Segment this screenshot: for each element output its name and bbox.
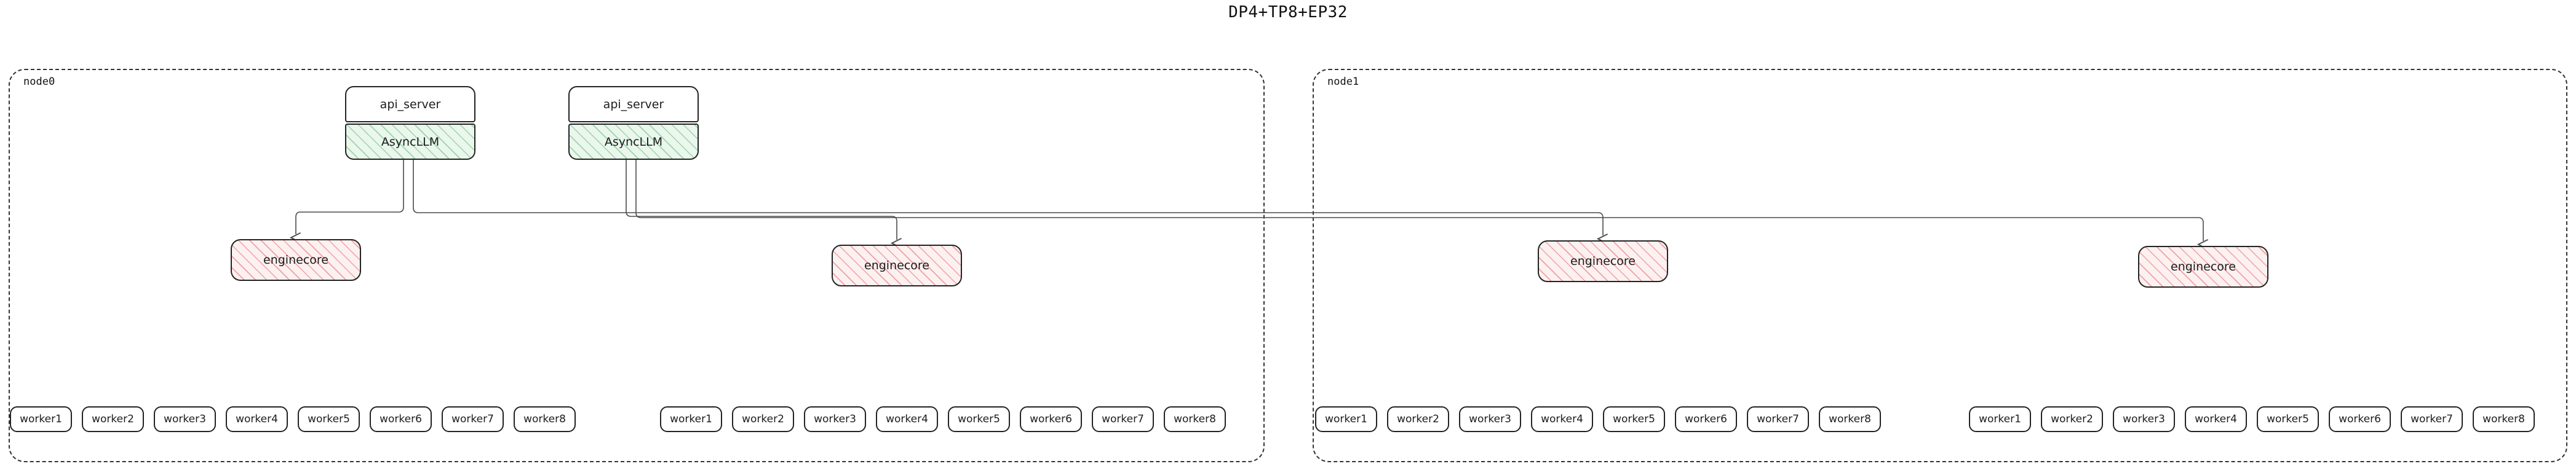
worker-box-wg3-worker4[interactable]: worker4 xyxy=(2185,406,2247,432)
worker-box-wg3-worker6[interactable]: worker6 xyxy=(2329,406,2391,432)
node-cluster-label-node0: node0 xyxy=(23,76,55,88)
worker-box-wg2-worker1[interactable]: worker1 xyxy=(1315,406,1377,432)
worker-box-wg3-worker3[interactable]: worker3 xyxy=(2113,406,2175,432)
async-llm-box-fe0[interactable]: AsyncLLM xyxy=(345,124,475,160)
worker-box-wg0-worker7[interactable]: worker7 xyxy=(442,406,504,432)
worker-box-wg0-worker4[interactable]: worker4 xyxy=(226,406,288,432)
worker-box-wg0-worker3[interactable]: worker3 xyxy=(154,406,216,432)
worker-box-wg2-worker4[interactable]: worker4 xyxy=(1531,406,1593,432)
worker-box-wg1-worker3[interactable]: worker3 xyxy=(804,406,866,432)
worker-box-wg1-worker2[interactable]: worker2 xyxy=(732,406,794,432)
worker-box-wg0-worker1[interactable]: worker1 xyxy=(10,406,72,432)
worker-box-wg2-worker7[interactable]: worker7 xyxy=(1747,406,1809,432)
worker-box-wg3-worker2[interactable]: worker2 xyxy=(2041,406,2103,432)
worker-box-wg0-worker2[interactable]: worker2 xyxy=(82,406,144,432)
worker-box-wg2-worker5[interactable]: worker5 xyxy=(1603,406,1665,432)
api-server-box-fe0[interactable]: api_server xyxy=(345,86,475,122)
worker-box-wg2-worker8[interactable]: worker8 xyxy=(1819,406,1881,432)
api-server-box-fe1[interactable]: api_server xyxy=(568,86,699,122)
enginecore-box-ec0[interactable]: enginecore xyxy=(231,239,361,281)
worker-box-wg0-worker6[interactable]: worker6 xyxy=(370,406,432,432)
worker-box-wg1-worker1[interactable]: worker1 xyxy=(660,406,722,432)
worker-box-wg1-worker7[interactable]: worker7 xyxy=(1092,406,1154,432)
worker-box-wg2-worker6[interactable]: worker6 xyxy=(1675,406,1737,432)
worker-box-wg0-worker5[interactable]: worker5 xyxy=(298,406,360,432)
node-cluster-node1: node1 xyxy=(1313,69,2567,462)
worker-box-wg1-worker4[interactable]: worker4 xyxy=(876,406,938,432)
node-cluster-node0: node0 xyxy=(9,69,1265,462)
worker-box-wg2-worker3[interactable]: worker3 xyxy=(1459,406,1521,432)
worker-box-wg0-worker8[interactable]: worker8 xyxy=(514,406,576,432)
worker-box-wg3-worker7[interactable]: worker7 xyxy=(2401,406,2463,432)
worker-box-wg1-worker5[interactable]: worker5 xyxy=(948,406,1010,432)
worker-box-wg3-worker8[interactable]: worker8 xyxy=(2473,406,2535,432)
worker-box-wg3-worker1[interactable]: worker1 xyxy=(1969,406,2031,432)
worker-box-wg2-worker2[interactable]: worker2 xyxy=(1387,406,1449,432)
worker-box-wg3-worker5[interactable]: worker5 xyxy=(2257,406,2319,432)
worker-box-wg1-worker6[interactable]: worker6 xyxy=(1020,406,1082,432)
async-llm-box-fe1[interactable]: AsyncLLM xyxy=(568,124,699,160)
enginecore-box-ec1[interactable]: enginecore xyxy=(832,245,962,286)
enginecore-box-ec3[interactable]: enginecore xyxy=(2138,246,2268,288)
worker-box-wg1-worker8[interactable]: worker8 xyxy=(1164,406,1226,432)
page-title: DP4+TP8+EP32 xyxy=(1228,3,1348,22)
enginecore-box-ec2[interactable]: enginecore xyxy=(1538,240,1668,282)
node-cluster-label-node1: node1 xyxy=(1327,76,1359,88)
